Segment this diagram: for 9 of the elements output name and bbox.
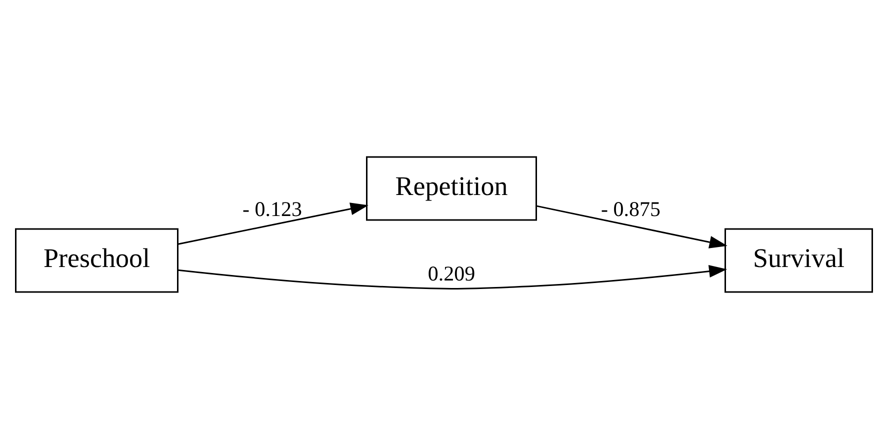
arrow bbox=[536, 204, 728, 248]
node-box: Preschool bbox=[15, 228, 178, 292]
edge-label: - 0.123 bbox=[242, 196, 302, 220]
arrow bbox=[178, 202, 368, 244]
edge-label: 0.209 bbox=[428, 260, 476, 285]
node-box: Survival bbox=[724, 228, 873, 292]
arrow bbox=[178, 264, 728, 289]
node-box: Repetition bbox=[366, 156, 537, 220]
edge-label: - 0.875 bbox=[601, 196, 660, 220]
